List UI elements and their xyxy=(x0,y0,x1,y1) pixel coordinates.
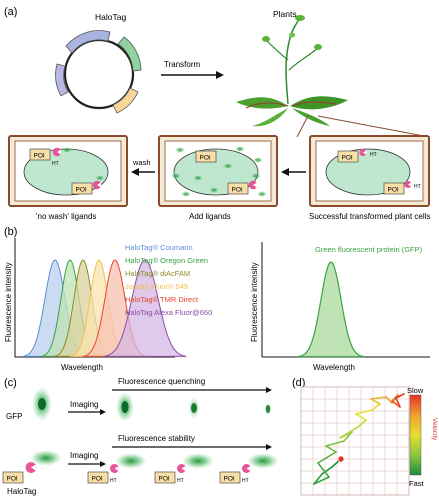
zoom-line-right xyxy=(317,115,430,138)
trajectory-segment xyxy=(321,466,333,475)
trajectory-segment xyxy=(339,426,359,439)
trajectory-segment xyxy=(317,462,330,478)
trajectory-segment xyxy=(385,396,393,404)
left-xlabel: Wavelength xyxy=(61,363,103,372)
cell-add-ligands: POI POI xyxy=(158,135,278,207)
trajectory-start xyxy=(337,455,345,463)
arrowhead xyxy=(100,409,106,415)
poi-label: POI xyxy=(342,155,353,162)
trajectory-segment xyxy=(391,400,401,408)
arrowhead xyxy=(100,461,106,467)
slow-label: Slow xyxy=(407,386,424,395)
panel-b-letter: (b) xyxy=(4,226,17,238)
poi-label: POI xyxy=(92,476,103,483)
trajectory-segment xyxy=(370,398,381,405)
imaging-label-2: Imaging xyxy=(70,451,98,460)
ht-label: HT xyxy=(414,184,421,190)
spectrum-curve xyxy=(103,259,187,357)
legend-item: HaloTag® Oregon Green xyxy=(125,256,208,265)
poi-label: POI xyxy=(224,476,235,483)
transform-arrowhead xyxy=(216,71,224,79)
velocity-label: Velocity xyxy=(431,418,438,441)
legend-item-gfp: Green fluorescent protein (GFP) xyxy=(315,245,423,254)
trajectory-plot xyxy=(300,386,410,496)
ht-label: HT xyxy=(242,478,249,484)
transform-label: Transform xyxy=(164,60,200,69)
ht-label: HT xyxy=(370,152,377,158)
trajectory-segment xyxy=(395,397,401,408)
legend-item: HaloTag® Coumarin xyxy=(125,243,193,252)
trajectory-segment xyxy=(391,394,399,402)
trajectory-segment xyxy=(357,419,367,428)
gfp-spectrum-curve xyxy=(296,261,366,358)
zoom-line-left xyxy=(296,115,309,138)
cell-transformed: POI HT POI HT xyxy=(309,135,430,207)
ht-label: HT xyxy=(177,478,184,484)
quenching-label: Fluorescence quenching xyxy=(118,377,205,386)
legend-item: HaloTag Alexa Fluor@660 xyxy=(125,308,212,317)
poi-label: POI xyxy=(7,476,18,483)
caption-add-ligands: Add ligands xyxy=(189,212,231,221)
poi-label: POI xyxy=(34,153,45,160)
free-ligands xyxy=(171,146,267,197)
imaging-label: Imaging xyxy=(70,400,98,409)
ht-label: HT xyxy=(52,161,59,167)
arrowhead xyxy=(266,387,272,393)
gfp-quench-sequence xyxy=(116,392,272,422)
halotag-start: POI xyxy=(2,450,62,484)
plasmid-diagram xyxy=(55,30,142,114)
legend-item: Janelia Fluor® 549 xyxy=(125,282,188,291)
poi-label: POI xyxy=(232,187,243,194)
legend-item: HaloTag® TMR Direct xyxy=(125,295,199,304)
poi-label: POI xyxy=(159,476,170,483)
trajectory-segment xyxy=(355,409,373,415)
caption-no-wash: 'no wash' ligands xyxy=(36,212,96,221)
right-ylabel: Fluorescence intensity xyxy=(250,262,259,342)
caption-transformed: Successful transformed plant cells xyxy=(309,212,430,221)
arrowhead xyxy=(266,444,272,450)
legend-item: HaloTag® diAcFAM xyxy=(125,269,190,278)
spectra-left xyxy=(14,238,187,358)
gfp-molecule xyxy=(32,387,52,421)
panel-c-letter: (c) xyxy=(4,377,17,389)
arrowhead xyxy=(131,168,139,176)
fast-label: Fast xyxy=(409,479,425,488)
spectra-right xyxy=(261,242,430,358)
trajectory-segment xyxy=(313,476,330,485)
halotag-stable-sequence: POI HT POI HT POI HT xyxy=(87,453,279,484)
ht-label: HT xyxy=(110,478,117,484)
stability-label: Fluorescence stability xyxy=(118,434,195,443)
plasmid-label: HaloTag xyxy=(95,12,126,22)
wash-label: wash xyxy=(132,158,151,167)
legend-left: HaloTag® Coumarin HaloTag® Oregon Green … xyxy=(125,243,212,317)
plants-label: Plants xyxy=(273,9,297,19)
panel-d-letter: (d) xyxy=(292,377,305,389)
left-ylabel: Fluorescence intensity xyxy=(4,262,13,342)
trajectory-segment xyxy=(325,445,337,453)
arrowhead xyxy=(281,168,289,176)
panel-a-letter: (a) xyxy=(4,6,17,18)
trajectory-segment xyxy=(317,451,337,464)
trajectory-segment xyxy=(355,413,367,421)
trajectory-segment xyxy=(371,403,381,411)
trajectory-segment xyxy=(325,440,345,447)
cell-no-wash: POI HT POI xyxy=(8,135,128,207)
poi-label: POI xyxy=(76,187,87,194)
trajectory-segment xyxy=(395,393,405,399)
trajectory-segment xyxy=(313,473,323,485)
plant-illustration xyxy=(236,15,348,127)
trajectory-segment xyxy=(370,396,387,400)
poi-label: POI xyxy=(388,187,399,194)
right-xlabel: Wavelength xyxy=(313,363,355,372)
velocity-colorbar xyxy=(409,394,422,476)
gfp-label: GFP xyxy=(6,412,22,421)
poi-label: POI xyxy=(200,155,211,162)
halotag-label: HaloTag xyxy=(7,487,36,496)
